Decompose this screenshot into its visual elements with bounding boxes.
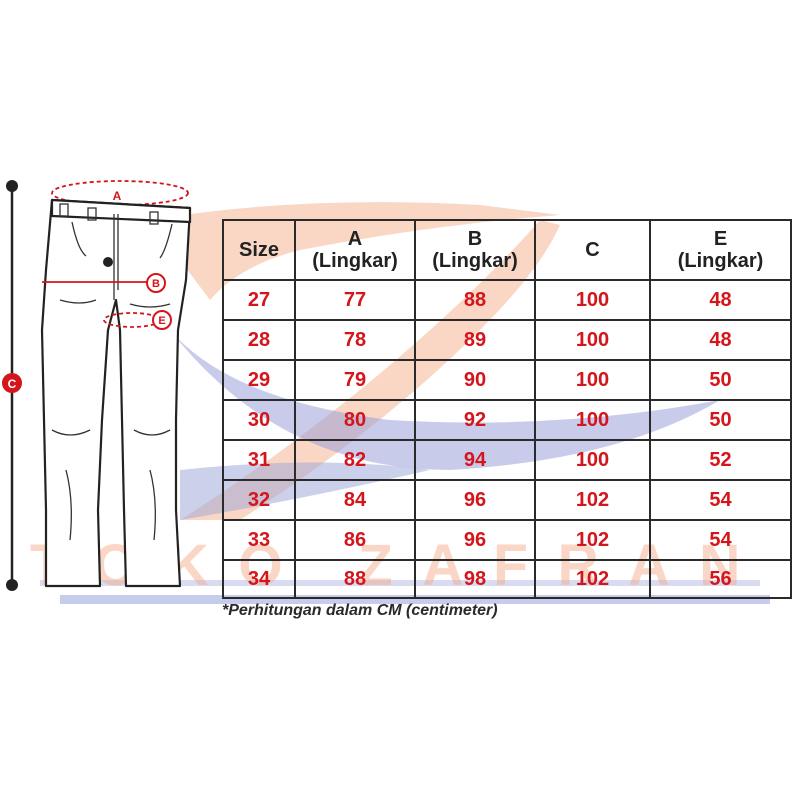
cell-a: 79: [294, 359, 416, 401]
header-c: C: [534, 219, 651, 281]
table-row: 34 88 98 102 56: [222, 559, 792, 599]
cell-a: 88: [294, 559, 416, 599]
label-b-badge: [146, 273, 166, 293]
cell-e: 50: [649, 359, 792, 401]
cell-a: 77: [294, 279, 416, 321]
cell-e: 48: [649, 279, 792, 321]
cell-b: 89: [414, 319, 536, 361]
length-top-dot: [6, 180, 18, 192]
cell-e: 52: [649, 439, 792, 481]
cell-c: 100: [534, 359, 651, 401]
label-a: A: [113, 189, 122, 203]
cell-e: 48: [649, 319, 792, 361]
cell-a: 82: [294, 439, 416, 481]
table-row: 32 84 96 102 54: [222, 479, 792, 521]
table-row: 27 77 88 100 48: [222, 279, 792, 321]
table-row: 31 82 94 100 52: [222, 439, 792, 481]
cell-size: 28: [222, 319, 296, 361]
cell-c: 102: [534, 519, 651, 561]
cell-e: 54: [649, 519, 792, 561]
cell-e: 54: [649, 479, 792, 521]
label-e: E: [158, 315, 165, 327]
cell-e: 50: [649, 399, 792, 441]
label-c: C: [8, 377, 17, 391]
cell-c: 100: [534, 279, 651, 321]
cell-c: 100: [534, 399, 651, 441]
cell-b: 88: [414, 279, 536, 321]
pants-outline: [40, 198, 192, 588]
cell-size: 30: [222, 399, 296, 441]
label-b: B: [152, 278, 160, 290]
label-e-badge: [152, 310, 172, 330]
cell-a: 84: [294, 479, 416, 521]
cell-b: 90: [414, 359, 536, 401]
cell-size: 29: [222, 359, 296, 401]
cell-c: 102: [534, 559, 651, 599]
cell-size: 27: [222, 279, 296, 321]
cell-b: 98: [414, 559, 536, 599]
cell-b: 92: [414, 399, 536, 441]
cell-a: 80: [294, 399, 416, 441]
length-bottom-dot: [6, 579, 18, 591]
label-c-badge: [2, 373, 22, 393]
table-row: 29 79 90 100 50: [222, 359, 792, 401]
pants-details: [51, 203, 173, 541]
table-row: 28 78 89 100 48: [222, 319, 792, 361]
cell-b: 96: [414, 519, 536, 561]
pants-illustration: C A B E: [2, 180, 192, 591]
cell-c: 102: [534, 479, 651, 521]
cell-c: 100: [534, 319, 651, 361]
cell-e: 56: [649, 559, 792, 599]
cell-c: 100: [534, 439, 651, 481]
table-row: 33 86 96 102 54: [222, 519, 792, 561]
cell-a: 86: [294, 519, 416, 561]
table-header-row: Size A(Lingkar) B(Lingkar) C E(Lingkar): [222, 219, 792, 281]
table-row: 30 80 92 100 50: [222, 399, 792, 441]
cell-size: 33: [222, 519, 296, 561]
header-b: B(Lingkar): [414, 219, 536, 281]
header-a: A(Lingkar): [294, 219, 416, 281]
size-chart-table: Size A(Lingkar) B(Lingkar) C E(Lingkar) …: [222, 219, 792, 599]
cell-size: 31: [222, 439, 296, 481]
cell-a: 78: [294, 319, 416, 361]
unit-note: *Perhitungan dalam CM (centimeter): [222, 602, 498, 619]
cell-b: 96: [414, 479, 536, 521]
header-size: Size: [222, 219, 296, 281]
cell-b: 94: [414, 439, 536, 481]
cell-size: 32: [222, 479, 296, 521]
cell-size: 34: [222, 559, 296, 599]
header-e: E(Lingkar): [649, 219, 792, 281]
zipper-dot: [103, 257, 113, 267]
